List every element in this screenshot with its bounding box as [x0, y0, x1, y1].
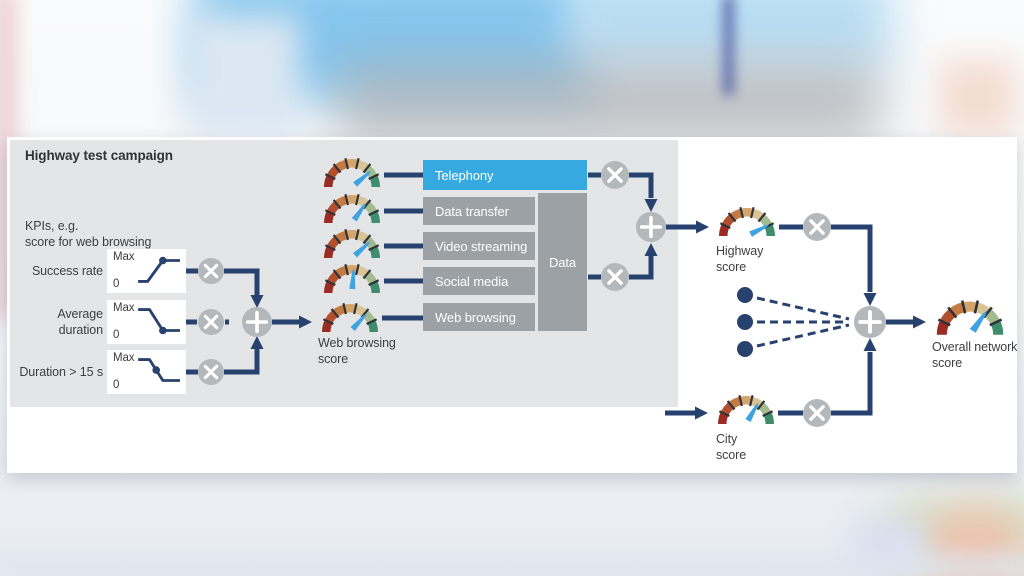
kpi-label-average-duration: Average duration: [57, 307, 103, 337]
kpi-intro-text: KPIs, e.g. score for web browsing: [25, 218, 151, 250]
gauge-web-browsing-score: [318, 296, 382, 343]
gauge-video-streaming: [320, 222, 384, 269]
falling-mapping-curve: [138, 358, 180, 382]
kpi-intro-line2: score for web browsing: [25, 235, 152, 249]
service-box-web-browsing: Web browsing: [423, 303, 535, 331]
blurred-background-table: [185, 15, 300, 135]
gauge-city-score: [714, 388, 778, 435]
kpi-label-duration-15s: Duration > 15 s: [19, 365, 103, 379]
blurred-background-line: [723, 0, 734, 95]
service-box-telephony: Telephony: [423, 160, 587, 190]
web-browsing-score-label: Web browsing score: [318, 336, 396, 366]
blurred-background-bottom-band: [0, 552, 1024, 576]
blurred-background-block: [335, 60, 880, 145]
gauge-highway-score: [715, 200, 779, 247]
overall-network-score-label: Overall network score: [932, 340, 1018, 370]
blurred-background-arc: [935, 55, 1020, 140]
gauge-social-media: [320, 257, 384, 304]
rising-mapping-curve: [138, 256, 180, 283]
kpi-intro-line1: KPIs, e.g.: [25, 219, 79, 233]
service-box-video-streaming: Video streaming: [423, 232, 535, 260]
kpi-mapping-box-average-duration: Max 0: [107, 300, 186, 344]
falling-mapping-curve: [138, 308, 180, 335]
data-aggregate-box: Data: [538, 193, 587, 331]
service-box-data-transfer: Data transfer: [423, 197, 535, 225]
gauge-overall-network-score: [932, 292, 1008, 347]
page-title: Highway test campaign: [25, 148, 173, 163]
kpi-label-success-rate: Success rate: [31, 264, 103, 278]
gauge-telephony: [320, 151, 384, 198]
city-score-label: City score: [716, 432, 747, 462]
kpi-mapping-box-success-rate: Max 0: [107, 249, 186, 293]
highway-score-label: Highway score: [716, 244, 764, 274]
gauge-data-transfer: [320, 187, 384, 234]
service-box-social-media: Social media: [423, 267, 535, 295]
kpi-mapping-box-duration-15s: Max 0: [107, 350, 186, 394]
